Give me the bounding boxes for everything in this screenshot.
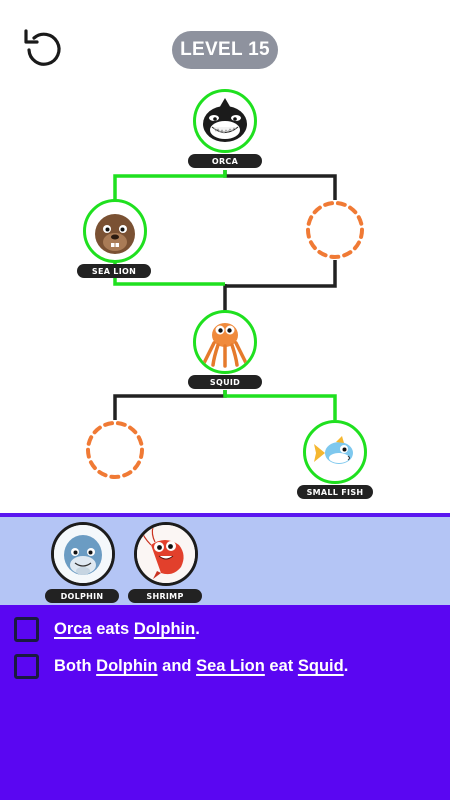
node-sea-lion xyxy=(83,199,147,263)
node-orca xyxy=(193,89,257,153)
clue-2-text: Both Dolphin and Sea Lion eat Squid. xyxy=(54,657,348,676)
restart-icon xyxy=(24,29,61,66)
squid-icon xyxy=(202,323,248,368)
clue-2-verb: eat xyxy=(264,657,298,675)
tray-item-dolphin[interactable] xyxy=(51,522,115,586)
food-web-connectors xyxy=(113,170,337,420)
clue-1-end: . xyxy=(195,620,200,638)
restart-button[interactable] xyxy=(20,26,64,70)
clue-2-b: Sea Lion xyxy=(196,657,265,675)
clue-2-checkbox xyxy=(14,654,39,679)
clue-1-object: Dolphin xyxy=(133,620,196,638)
clue-1-checkbox xyxy=(14,617,39,642)
clue-1-verb: eats xyxy=(91,620,134,638)
level-indicator: LEVEL 15 xyxy=(172,31,278,69)
shrimp-icon xyxy=(137,525,195,583)
clue-1-subject: Orca xyxy=(54,620,92,638)
empty-slot-1[interactable] xyxy=(305,200,365,260)
tray-item-shrimp[interactable] xyxy=(134,522,198,586)
empty-slot-2[interactable] xyxy=(85,420,145,480)
sea-lion-icon xyxy=(95,214,135,254)
dolphin-icon xyxy=(54,525,112,583)
clue-2-object: Squid xyxy=(297,657,344,675)
clue-1-text: Orca eats Dolphin. xyxy=(54,620,200,639)
node-label-orca: ORCA xyxy=(188,154,262,168)
clue-2-end: . xyxy=(343,657,349,675)
clue-1: Orca eats Dolphin. xyxy=(14,617,200,642)
clue-2-and: and xyxy=(157,657,197,675)
animal-tray: DOLPHIN SHRIMP xyxy=(0,513,450,605)
node-label-squid: SQUID xyxy=(188,375,262,389)
node-label-small-fish: SMALL FISH xyxy=(297,485,373,499)
clues-panel: Orca eats Dolphin. Both Dolphin and Sea … xyxy=(0,605,450,800)
clue-2: Both Dolphin and Sea Lion eat Squid. xyxy=(14,654,348,679)
node-squid xyxy=(193,310,257,374)
small-fish-icon xyxy=(314,436,353,464)
tray-label-shrimp: SHRIMP xyxy=(128,589,202,603)
node-small-fish xyxy=(303,420,367,484)
tray-label-dolphin: DOLPHIN xyxy=(45,589,119,603)
clue-2-prefix: Both xyxy=(54,657,97,675)
node-label-sea-lion: SEA LION xyxy=(77,264,151,278)
clue-2-a: Dolphin xyxy=(96,657,158,675)
orca-icon xyxy=(203,98,247,142)
